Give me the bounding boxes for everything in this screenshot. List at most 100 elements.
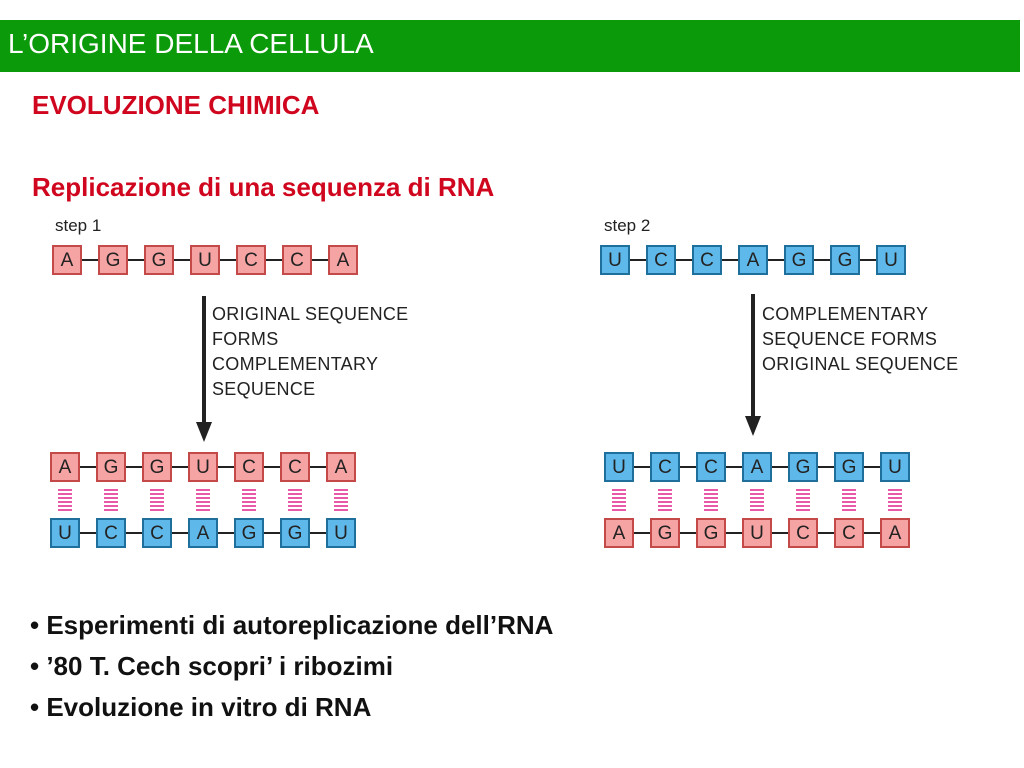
step1-base-pairing	[50, 489, 360, 511]
base-pair-mark	[750, 489, 764, 511]
nucleotide-C: C	[788, 518, 818, 548]
nucleotide-A: A	[880, 518, 910, 548]
nucleotide-G: G	[98, 245, 128, 275]
nucleotide-U: U	[604, 452, 634, 482]
nucleotide-G: G	[142, 452, 172, 482]
bullet-list: • Esperimenti di autoreplicazione dell’R…	[30, 605, 553, 728]
step2-base-pairing	[604, 489, 914, 511]
base-pair-mark	[658, 489, 672, 511]
backbone-link	[768, 259, 786, 261]
nucleotide-C: C	[96, 518, 126, 548]
backbone-link	[218, 532, 236, 534]
backbone-link	[264, 532, 282, 534]
nucleotide-G: G	[696, 518, 726, 548]
backbone-link	[218, 466, 236, 468]
backbone-link	[772, 466, 790, 468]
bullet-item: • ’80 T. Cech scopri’ i ribozimi	[30, 651, 394, 681]
nucleotide-A: A	[52, 245, 82, 275]
step2-arrow-shaft	[751, 294, 755, 418]
nucleotide-C: C	[696, 452, 726, 482]
title-bar: L’ORIGINE DELLA CELLULA	[0, 20, 1020, 72]
nucleotide-U: U	[880, 452, 910, 482]
backbone-link	[634, 532, 652, 534]
step1-arrow-down-icon	[196, 422, 212, 442]
note-line: COMPLEMENTARY	[762, 304, 929, 324]
nucleotide-U: U	[742, 518, 772, 548]
nucleotide-A: A	[326, 452, 356, 482]
nucleotide-A: A	[188, 518, 218, 548]
note-line: SEQUENCE	[212, 379, 316, 399]
base-pair-mark	[704, 489, 718, 511]
backbone-link	[174, 259, 192, 261]
backbone-link	[726, 466, 744, 468]
step2-note: COMPLEMENTARY SEQUENCE FORMS ORIGINAL SE…	[762, 302, 958, 377]
backbone-link	[818, 466, 836, 468]
nucleotide-A: A	[50, 452, 80, 482]
step2-label: step 2	[604, 216, 651, 235]
backbone-link	[80, 532, 98, 534]
nucleotide-A: A	[742, 452, 772, 482]
nucleotide-G: G	[234, 518, 264, 548]
nucleotide-G: G	[280, 518, 310, 548]
base-pair-mark	[196, 489, 210, 511]
slide-title: L’ORIGINE DELLA CELLULA	[8, 28, 374, 59]
base-pair-mark	[796, 489, 810, 511]
nucleotide-U: U	[188, 452, 218, 482]
base-pair-mark	[288, 489, 302, 511]
note-line: FORMS	[212, 329, 279, 349]
nucleotide-U: U	[326, 518, 356, 548]
backbone-link	[312, 259, 330, 261]
backbone-link	[864, 532, 882, 534]
backbone-link	[772, 532, 790, 534]
step1-arrow-shaft	[202, 296, 206, 424]
nucleotide-G: G	[830, 245, 860, 275]
nucleotide-C: C	[282, 245, 312, 275]
nucleotide-C: C	[834, 518, 864, 548]
step1-label: step 1	[55, 216, 102, 235]
backbone-link	[126, 466, 144, 468]
nucleotide-G: G	[650, 518, 680, 548]
backbone-link	[310, 466, 328, 468]
base-pair-mark	[842, 489, 856, 511]
nucleotide-U: U	[600, 245, 630, 275]
nucleotide-G: G	[834, 452, 864, 482]
backbone-link	[726, 532, 744, 534]
backbone-link	[860, 259, 878, 261]
note-line: COMPLEMENTARY	[212, 354, 379, 374]
backbone-link	[126, 532, 144, 534]
bullet-text: Evoluzione in vitro di RNA	[46, 692, 372, 722]
backbone-link	[680, 466, 698, 468]
nucleotide-U: U	[876, 245, 906, 275]
backbone-link	[220, 259, 238, 261]
bullet-text: Esperimenti di autoreplicazione dell’RNA	[46, 610, 554, 640]
nucleotide-C: C	[234, 452, 264, 482]
backbone-link	[266, 259, 284, 261]
nucleotide-C: C	[692, 245, 722, 275]
backbone-link	[264, 466, 282, 468]
nucleotide-C: C	[236, 245, 266, 275]
backbone-link	[172, 466, 190, 468]
backbone-link	[864, 466, 882, 468]
base-pair-mark	[242, 489, 256, 511]
nucleotide-G: G	[784, 245, 814, 275]
base-pair-mark	[58, 489, 72, 511]
backbone-link	[818, 532, 836, 534]
note-line: SEQUENCE FORMS	[762, 329, 938, 349]
step2-arrow-down-icon	[745, 416, 761, 436]
bullet-text: ’80 T. Cech scopri’ i ribozimi	[46, 651, 394, 681]
nucleotide-C: C	[142, 518, 172, 548]
nucleotide-G: G	[96, 452, 126, 482]
backbone-link	[630, 259, 648, 261]
nucleotide-C: C	[646, 245, 676, 275]
nucleotide-U: U	[50, 518, 80, 548]
step1-note: ORIGINAL SEQUENCE FORMS COMPLEMENTARY SE…	[212, 302, 408, 402]
backbone-link	[722, 259, 740, 261]
backbone-link	[128, 259, 146, 261]
backbone-link	[676, 259, 694, 261]
